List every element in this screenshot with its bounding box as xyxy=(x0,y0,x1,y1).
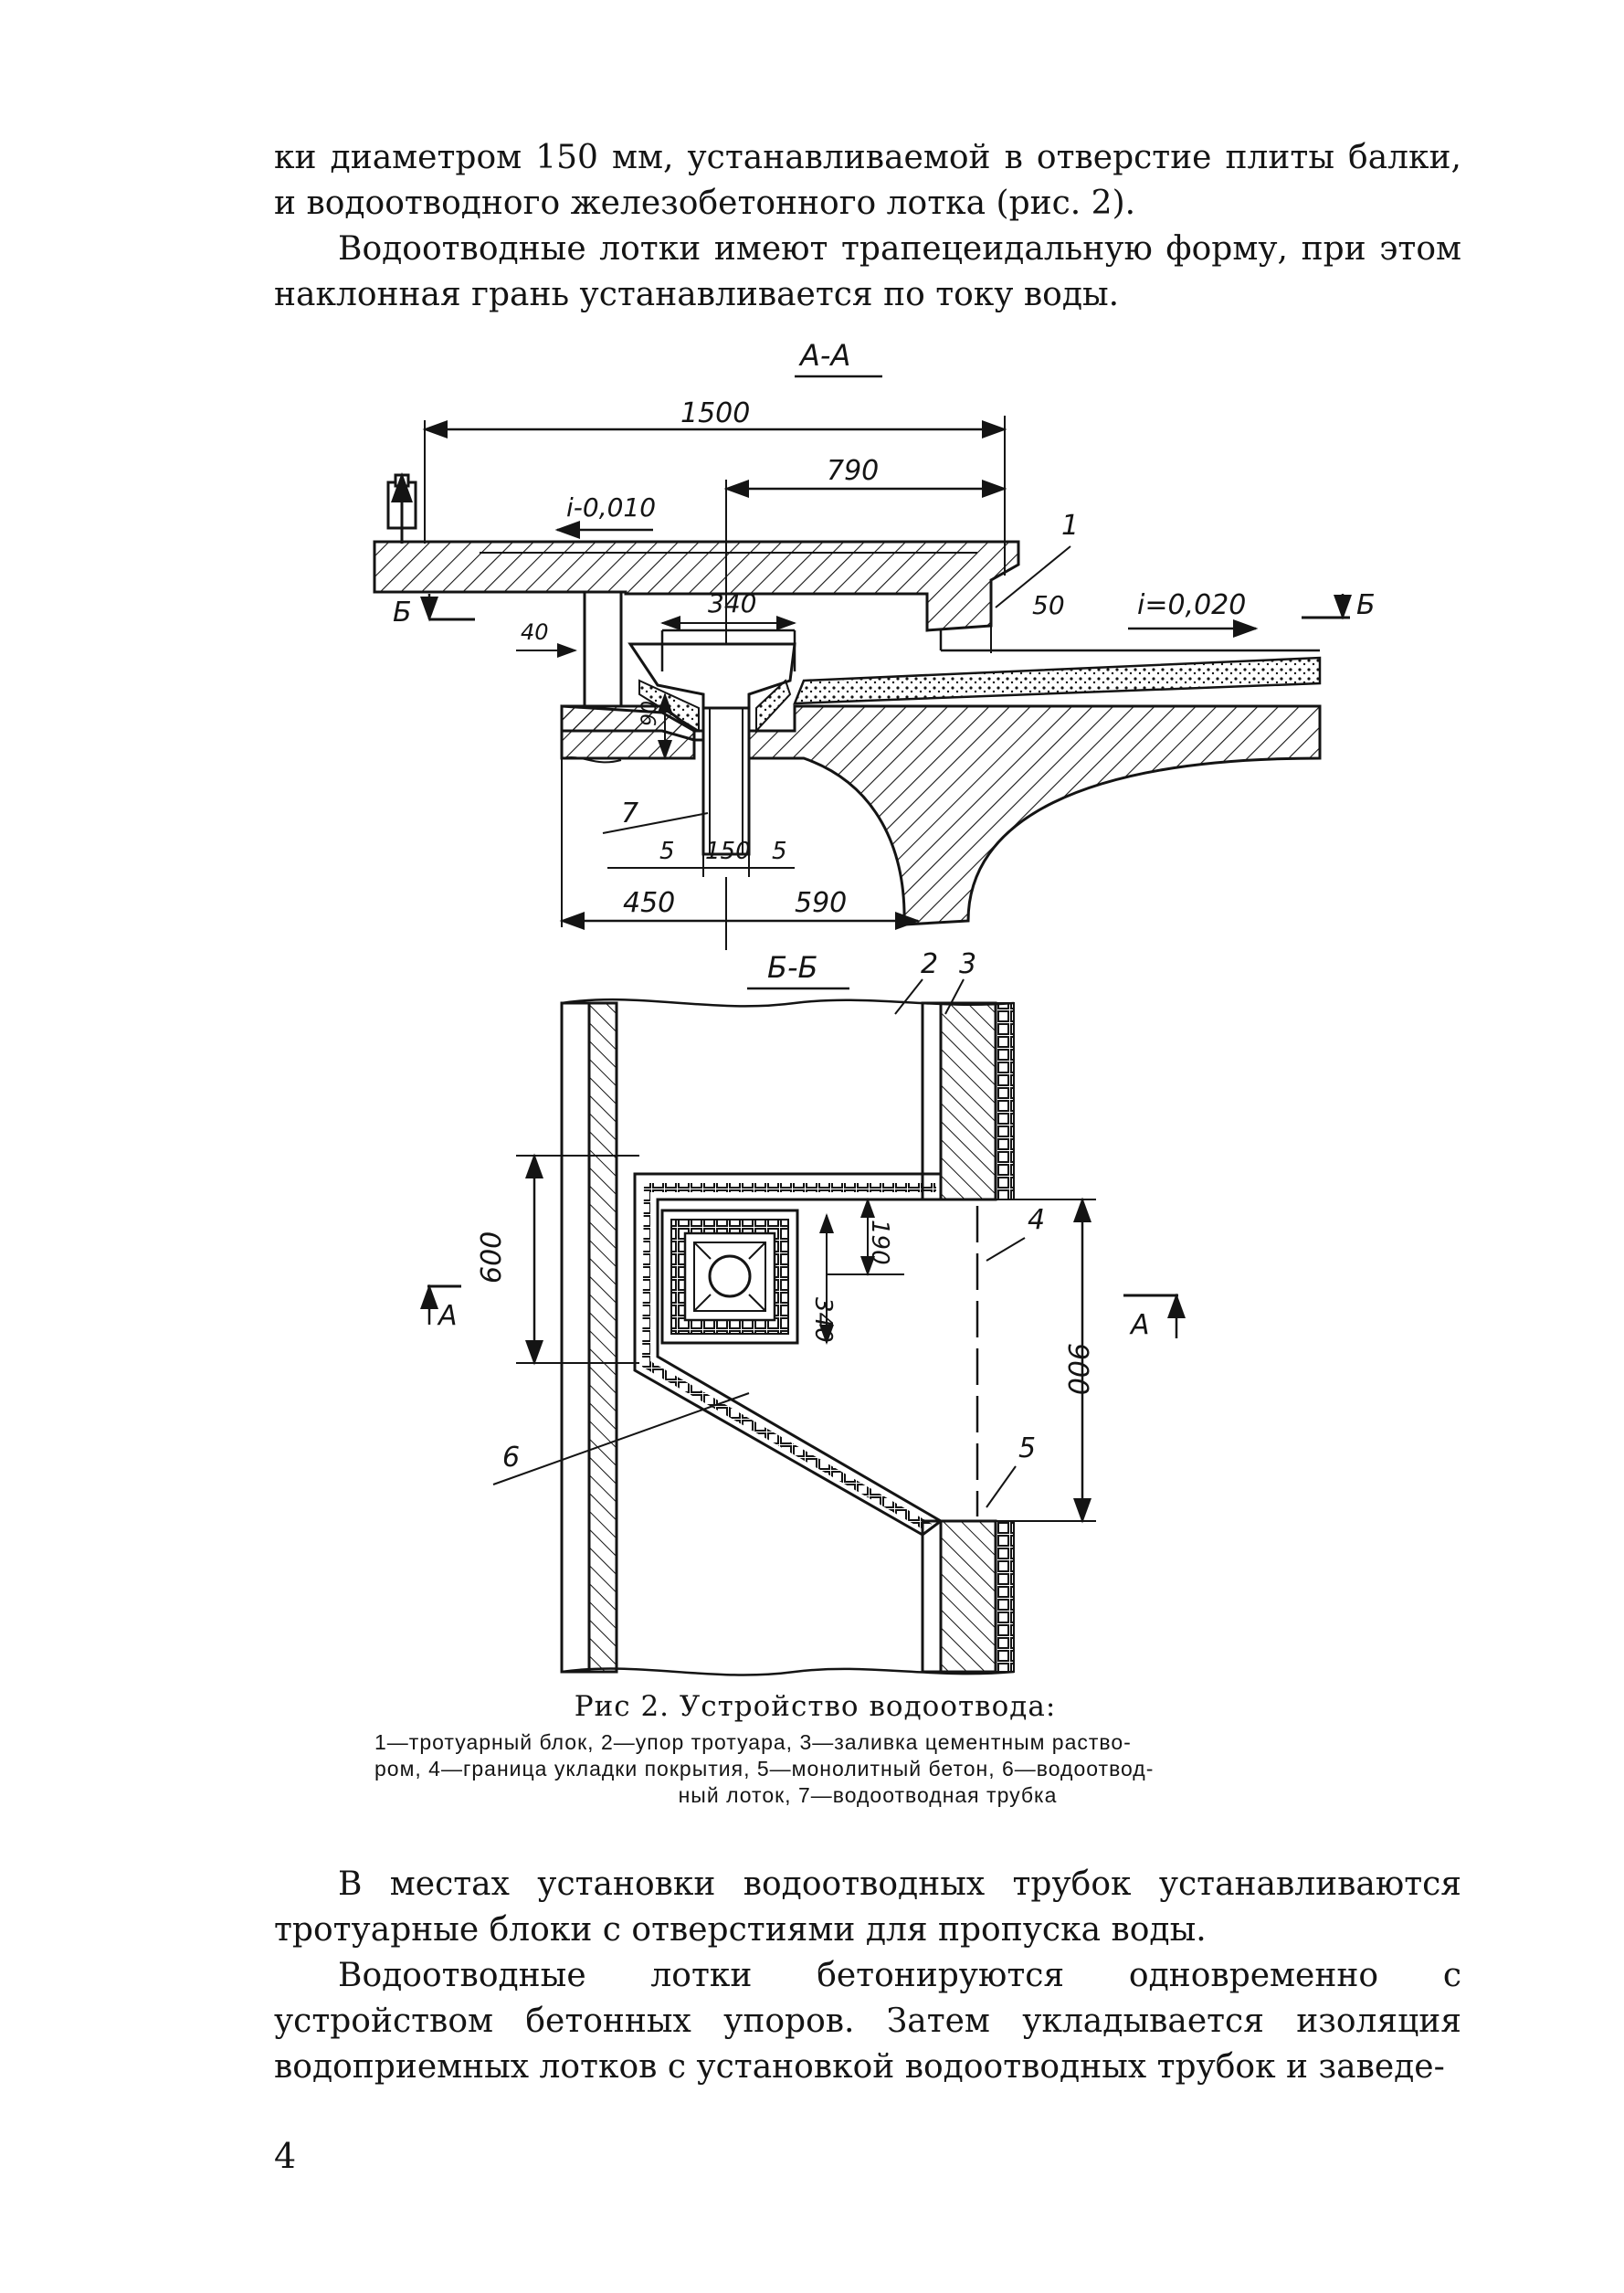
inlet-outer xyxy=(660,1209,799,1345)
dim-50: 50 xyxy=(1032,590,1065,620)
dim-5-right: 5 xyxy=(772,838,787,865)
callout-7: 7 xyxy=(621,798,638,829)
dim-1500: 1500 xyxy=(680,397,750,429)
pipe-opening xyxy=(708,1254,752,1298)
left-curb xyxy=(587,1001,618,1674)
text-paragraph-1: ки диаметром 150 мм, устанавливаемой в о… xyxy=(274,139,1461,222)
text-paragraph-2: Водоотводные лотки имеют трапецеидальную… xyxy=(274,230,1461,313)
dim-600: 600 xyxy=(476,1231,508,1284)
dim-90: 90 xyxy=(638,701,661,726)
legend-line-2: ром, 4—граница укладки покрытия, 5—монол… xyxy=(374,1757,1155,1781)
drain-channel xyxy=(633,1172,944,1537)
callout-3: 3 xyxy=(959,948,976,980)
cut-mark-a-left: А xyxy=(437,1300,458,1332)
drain-pipe xyxy=(701,706,751,856)
text-paragraph-3: В местах установки водоотводных трубок у… xyxy=(274,1865,1461,1949)
callout-6: 6 xyxy=(502,1442,520,1474)
figure-caption: Рис 2. Устройство водоотвода: xyxy=(574,1690,1057,1723)
text-paragraph-4: Водоотводные лотки бетонируются одноврем… xyxy=(274,1957,1461,2086)
section-bb: Б-Б 340 190 xyxy=(420,948,1186,1676)
slope-left: i-0,010 xyxy=(566,492,656,523)
page-number: 4 xyxy=(274,2136,297,2176)
dim-340-bb: 340 xyxy=(809,1297,837,1343)
cut-mark-b-right: Б xyxy=(1356,589,1376,621)
dim-5-left: 5 xyxy=(659,838,675,865)
section-bb-title: Б-Б xyxy=(767,950,817,985)
cut-mark-b-left: Б xyxy=(393,597,412,629)
dim-340-aa: 340 xyxy=(708,588,756,618)
slope-right: i=0,020 xyxy=(1137,589,1246,621)
cut-mark-a-right: А xyxy=(1129,1309,1150,1341)
sidewalk-stop xyxy=(939,1001,997,1201)
dim-900: 900 xyxy=(1061,1343,1093,1395)
beam-slab xyxy=(560,704,1322,926)
dim-450: 450 xyxy=(623,887,675,919)
pavement-layer xyxy=(793,656,1322,705)
dim-790: 790 xyxy=(827,455,879,487)
sidewalk-block xyxy=(373,540,1020,632)
section-aa-title: А-А xyxy=(798,338,850,373)
legend-line-1: 1—тротуарный блок, 2—упор тротуара, 3—за… xyxy=(374,1730,1132,1754)
callout-1: 1 xyxy=(1061,510,1079,542)
callout-5: 5 xyxy=(1018,1432,1036,1464)
callout-2: 2 xyxy=(921,948,938,980)
dim-190: 190 xyxy=(866,1220,893,1265)
dim-40: 40 xyxy=(521,619,549,645)
callout-4: 4 xyxy=(1028,1204,1045,1236)
legend-line-3: ный лоток, 7—водоотводная трубка xyxy=(678,1783,1058,1807)
dim-590: 590 xyxy=(795,887,847,919)
section-aa: А-А 1500 xyxy=(373,338,1376,950)
dim-150: 150 xyxy=(705,838,751,865)
figure-legend: 1—тротуарный блок, 2—упор тротуара, 3—за… xyxy=(374,1729,1361,1809)
